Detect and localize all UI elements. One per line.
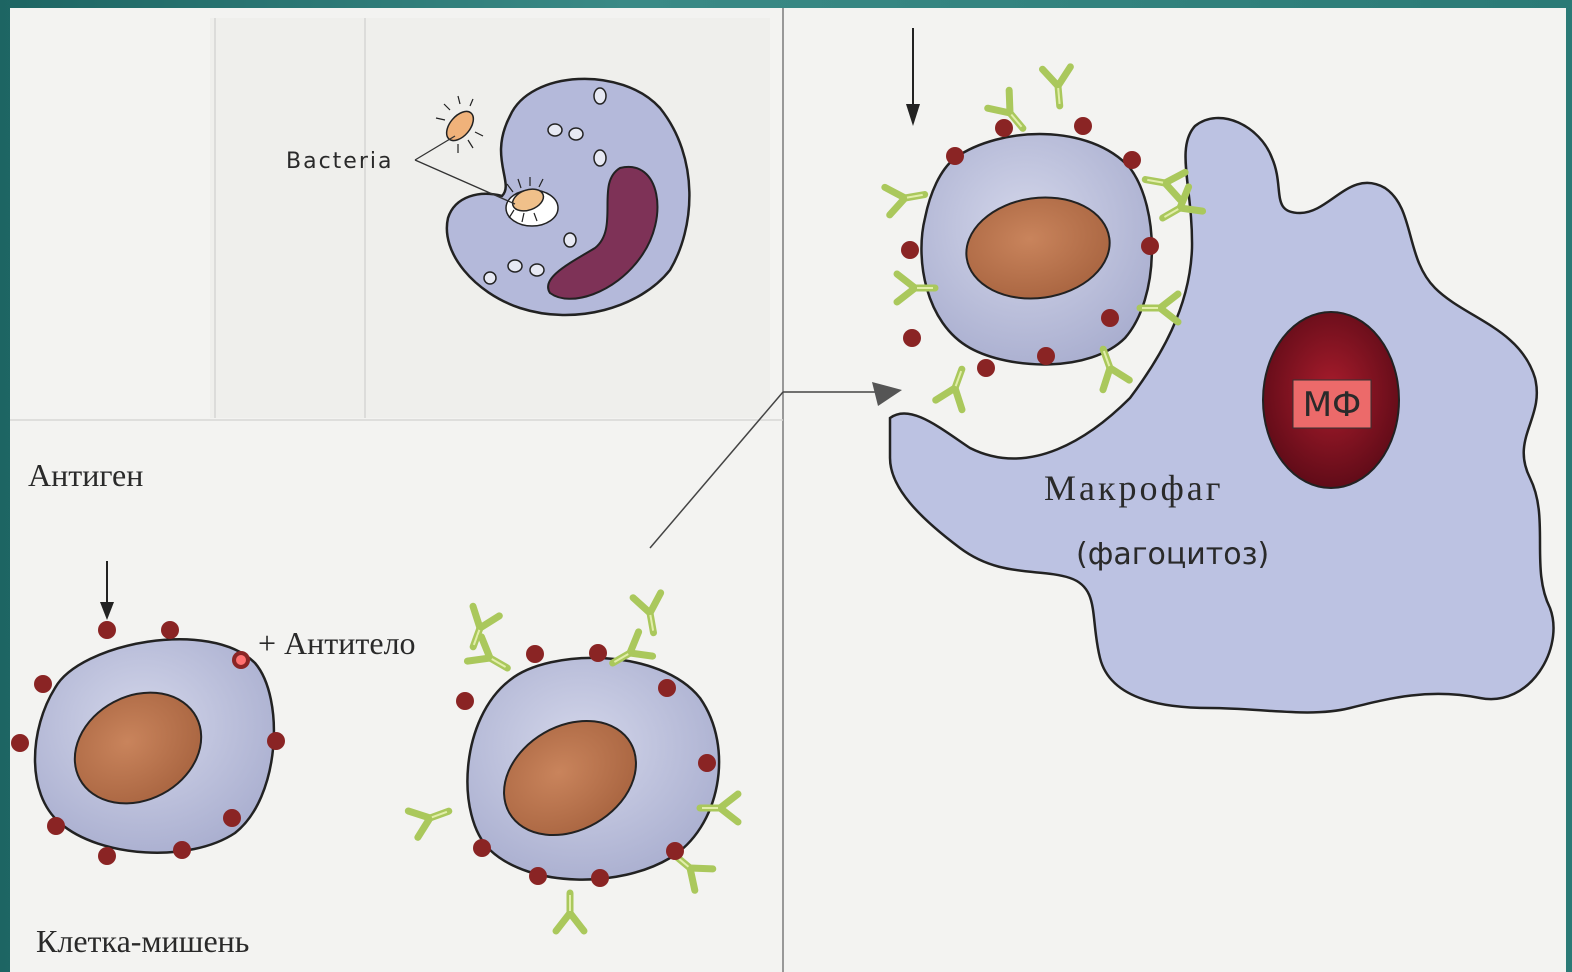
target-cell-label: Клетка-мишень bbox=[36, 923, 249, 959]
antigen-arrow bbox=[100, 561, 114, 620]
antigen-label: Антиген bbox=[28, 457, 143, 493]
antigen-arrow-top bbox=[906, 28, 920, 126]
antibody-label: + Антитело bbox=[258, 625, 416, 661]
macrophage-label: Макрофаг bbox=[1044, 468, 1224, 508]
immune-diagram: Bacteria Антиген + Антитело Клетка-мишен… bbox=[10, 8, 1566, 972]
phagocytosis-label: (фагоцитоз) bbox=[1076, 537, 1269, 572]
bacteria-label: Bacteria bbox=[286, 149, 393, 174]
macrophage-nucleus-label: МФ bbox=[1303, 385, 1362, 425]
engulfed-cell bbox=[921, 134, 1151, 364]
antigen-highlight bbox=[236, 655, 246, 665]
diagram-paper: Bacteria Антиген + Антитело Клетка-мишен… bbox=[10, 8, 1566, 972]
